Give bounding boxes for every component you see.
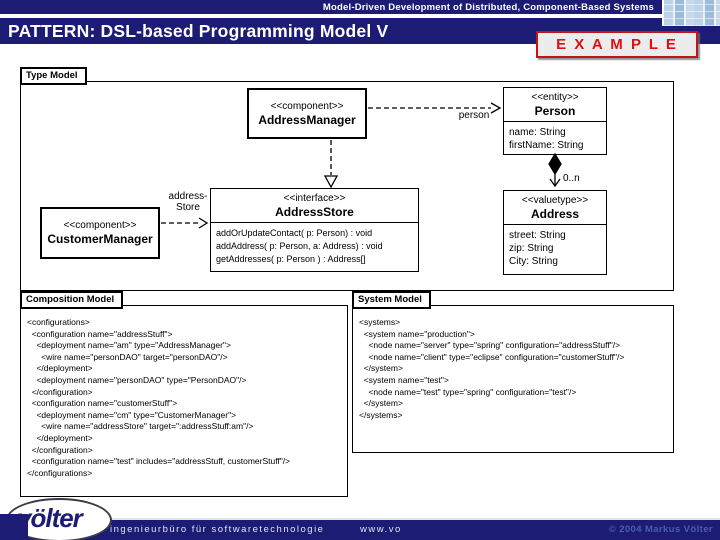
method-signature: addOrUpdateContact( p: Person) : void — [216, 228, 373, 238]
entity-person: <<entity>> Person name: String firstName:… — [503, 87, 607, 155]
code-line: </systems> — [359, 409, 403, 420]
code-line: <node name="server" type="spring" config… — [359, 340, 621, 351]
code-line: <configuration name="test" includes="add… — [27, 456, 291, 467]
corner-photo-image — [662, 0, 720, 26]
person-stereotype: <<entity>> — [531, 92, 579, 103]
code-line: <configuration name="customerStuff"> — [27, 398, 178, 409]
system-model-code: <systems> <system name="production"> <no… — [359, 317, 624, 421]
system-model-tab: System Model — [352, 291, 431, 309]
composition-model-tab: Composition Model — [20, 291, 124, 309]
code-line: </configuration> — [27, 386, 93, 397]
footer-copyright: © 2004 Markus Völter — [608, 524, 713, 535]
attribute: firstName: String — [509, 140, 584, 151]
slide-title: PATTERN: DSL-based Programming Model V — [8, 21, 389, 41]
method-signature: getAddresses( p: Person ) : Address[] — [216, 254, 366, 264]
person-name: Person — [534, 104, 576, 118]
code-line: <configurations> — [27, 317, 90, 327]
interface-addressstore: <<interface>> AddressStore addOrUpdateCo… — [210, 188, 419, 272]
top-banner: Model-Driven Development of Distributed,… — [0, 0, 720, 16]
attribute: zip: String — [509, 243, 554, 254]
footer-bar — [0, 518, 720, 540]
code-line: </configuration> — [27, 444, 93, 455]
person-attributes: name: String firstName: String — [504, 121, 606, 156]
method-signature: addAddress( p: Person, a: Address) : voi… — [216, 241, 383, 251]
customermanager-name: CustomerManager — [47, 232, 153, 246]
course-title: Model-Driven Development of Distributed,… — [322, 2, 654, 13]
code-line: <configuration name="addressStuff"> — [27, 328, 173, 339]
code-line: </configurations> — [27, 467, 93, 478]
wire-label-addressstore: address- Store — [166, 191, 210, 213]
footer-tagline: ingenieurbüro für softwaretechnologie — [110, 524, 325, 535]
wire-label-addressstore-line1: address- — [168, 191, 208, 202]
system-model-frame — [352, 305, 674, 453]
code-line: </system> — [359, 363, 403, 374]
footer-url: www.vo — [360, 524, 402, 535]
attribute: street: String — [509, 230, 566, 241]
class-addressmanager: <<component>> AddressManager — [247, 88, 367, 139]
code-line: <wire name="personDAO" target="personDAO… — [27, 351, 228, 362]
addressstore-methods: addOrUpdateContact( p: Person) : void add… — [211, 222, 418, 270]
footer-accent-square — [0, 514, 28, 540]
code-line: <system name="test"> — [359, 374, 449, 385]
composition-model-code: <configurations> <configuration name="ad… — [27, 317, 290, 479]
addressstore-name: AddressStore — [275, 205, 354, 219]
code-line: <node name="test" type="spring" configur… — [359, 386, 577, 397]
addressmanager-name: AddressManager — [258, 112, 356, 127]
code-line: <deployment name="am" type="AddressManag… — [27, 340, 231, 351]
addressmanager-stereotype: <<component>> — [270, 100, 344, 112]
code-line: </deployment> — [27, 432, 93, 443]
customermanager-stereotype: <<component>> — [63, 220, 137, 231]
code-line: <system name="production"> — [359, 328, 475, 339]
class-customermanager: <<component>> CustomerManager — [40, 207, 160, 259]
attribute: name: String — [509, 127, 566, 138]
addressstore-stereotype: <<interface>> — [283, 193, 346, 204]
code-line: <wire name="addressStore" target=":addre… — [27, 421, 254, 432]
code-line: <node name="client" type="eclipse" confi… — [359, 351, 625, 362]
address-stereotype: <<valuetype>> — [521, 195, 589, 206]
multiplicity-label: 0..n — [563, 173, 580, 184]
code-line: <deployment name="personDAO" type="Perso… — [27, 374, 247, 385]
code-line: <deployment name="cm" type="CustomerMana… — [27, 409, 237, 420]
address-name: Address — [530, 207, 580, 221]
valuetype-address: <<valuetype>> Address street: String zip:… — [503, 190, 607, 275]
type-model-tab: Type Model — [20, 67, 87, 85]
code-line: <systems> — [359, 317, 401, 327]
code-line: </system> — [359, 398, 403, 409]
wire-label-person: person — [458, 110, 490, 121]
composition-model-frame — [20, 305, 348, 497]
example-badge: E X A M P L E — [536, 31, 698, 58]
attribute: City: String — [509, 256, 558, 267]
wire-label-addressstore-line2: Store — [176, 202, 200, 213]
code-line: </deployment> — [27, 363, 93, 374]
